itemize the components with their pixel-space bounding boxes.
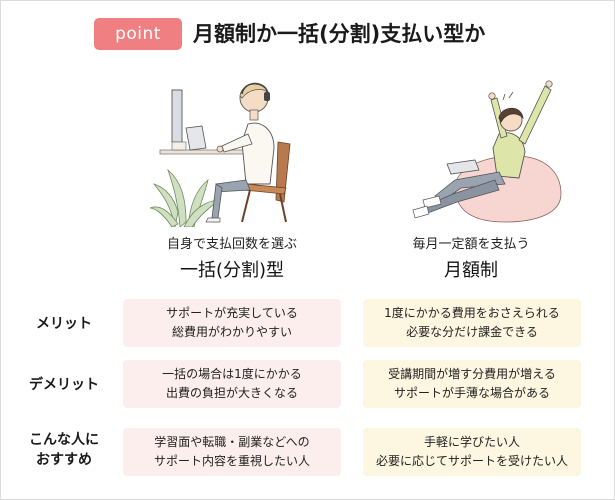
relaxed-person-illustration — [412, 80, 562, 223]
cell-line: 出費の負担が大きくなる — [165, 386, 298, 400]
column-subtitle: 自身で支払回数を選ぶ — [166, 237, 297, 252]
cell-line: サポートが手薄な場合がある — [393, 386, 550, 400]
column-subtitle: 毎月一定額を支払う — [412, 237, 530, 252]
column-header-lump-sum: 自身で支払回数を選ぶ 一括(分割)型 — [117, 236, 347, 284]
cell-line: 総費用がわかりやすい — [171, 325, 292, 339]
row-label-line: こんな人に — [29, 432, 99, 448]
cell-line: 1度にかかる費用をおさえられる — [384, 306, 560, 320]
demerit-lump-sum-cell: 一括の場合は1度にかかる 出費の負担が大きくなる — [123, 360, 341, 408]
cell-line: 必要な分だけ課金できる — [406, 325, 538, 339]
cell-line: 一括の場合は1度にかかる — [162, 367, 302, 381]
recommended-lump-sum-cell: 学習面や転職・副業などへの サポート内容を重視したい人 — [123, 428, 341, 476]
column-header-monthly: 毎月一定額を支払う 月額制 — [356, 236, 586, 284]
row-label-demerit: デメリット — [14, 375, 114, 395]
cell-line: 手軽に学びたい人 — [423, 435, 520, 449]
column-title: 一括(分割)型 — [179, 260, 285, 281]
row-label-line: おすすめ — [36, 452, 92, 468]
row-label-line: メリット — [36, 316, 92, 332]
row-label-line: デメリット — [29, 377, 99, 393]
cell-line: 必要に応じてサポートを受けたい人 — [375, 454, 568, 468]
column-title: 月額制 — [444, 260, 498, 281]
recommended-monthly-cell: 手軽に学びたい人 必要に応じてサポートを受けたい人 — [363, 428, 581, 476]
demerit-monthly-cell: 受講期間が増す分費用が増える サポートが手薄な場合がある — [363, 360, 581, 408]
point-badge: point — [94, 18, 182, 50]
row-label-merit: メリット — [14, 314, 114, 334]
merit-monthly-cell: 1度にかかる費用をおさえられる 必要な分だけ課金できる — [363, 299, 581, 347]
plant-icon — [150, 168, 222, 227]
row-label-recommended: こんな人に おすすめ — [14, 430, 114, 470]
cell-line: サポートが充実している — [166, 306, 298, 320]
cell-line: サポート内容を重視したい人 — [153, 454, 310, 468]
header: point 月額制か一括(分割)支払い型か — [0, 16, 615, 52]
merit-lump-sum-cell: サポートが充実している 総費用がわかりやすい — [123, 299, 341, 347]
cell-line: 学習面や転職・副業などへの — [154, 435, 310, 449]
desk-worker-illustration — [150, 82, 291, 227]
page-title: 月額制か一括(分割)支払い型か — [193, 22, 486, 46]
cell-line: 受講期間が増す分費用が増える — [388, 367, 556, 381]
